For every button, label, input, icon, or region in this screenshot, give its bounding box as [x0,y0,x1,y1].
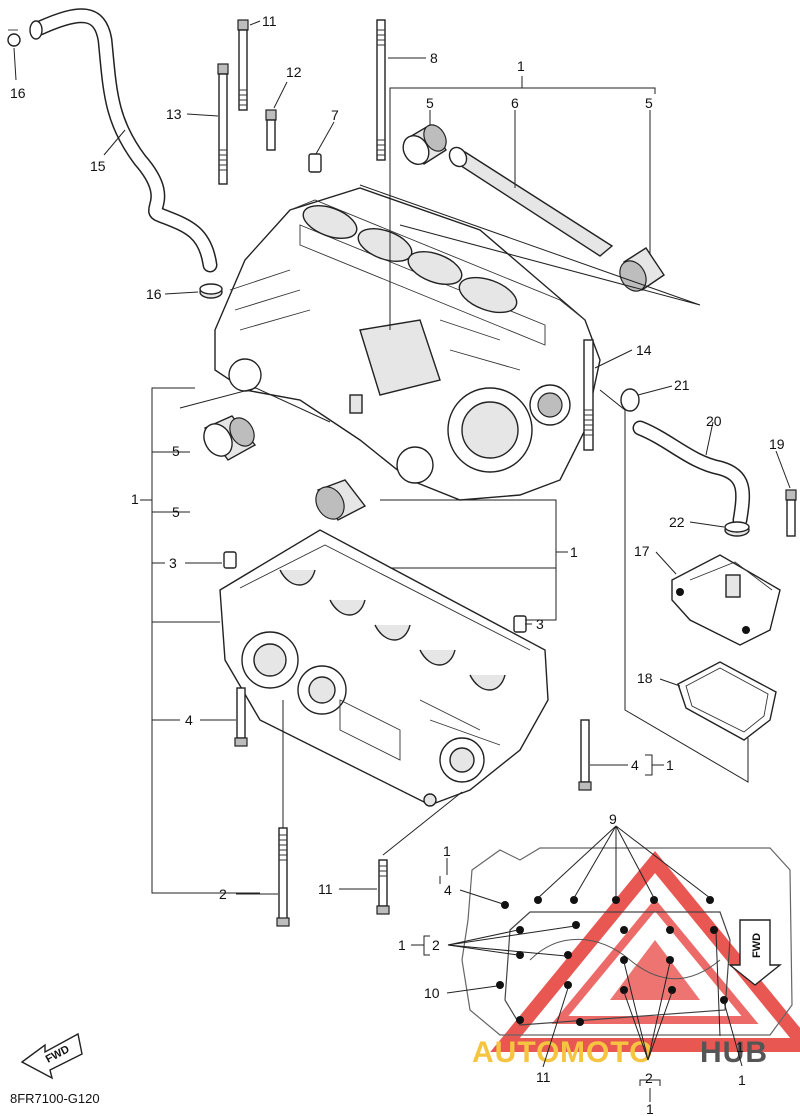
callout-11-mid: 11 [318,881,333,897]
stud-bolt-8 [376,19,386,161]
diagram-code: 8FR7100-G120 [10,1091,100,1106]
callout-22: 22 [669,514,685,530]
callout-1-inset-left: 1 [398,937,406,953]
callout-4-inset: 4 [444,882,452,898]
callout-17: 17 [634,543,650,559]
callout-1-left: 1 [131,491,139,507]
bolt-11-top [237,19,249,111]
hose-clamp-16-mid [199,283,223,299]
long-bolt-2 [276,827,290,927]
callout-4-left: 4 [185,712,193,728]
breather-hose-20 [632,420,751,528]
callout-16-top: 16 [10,85,26,101]
callout-12: 12 [286,64,302,80]
callout-1-box4: 1 [666,757,674,773]
stud-bolt-14 [583,339,594,451]
callout-1-right: 1 [570,544,578,560]
callout-labels: 16 15 16 13 11 12 8 7 1 5 6 5 14 21 20 1… [10,13,785,1116]
callout-11-inset: 11 [536,1069,551,1085]
callout-2-inset: 2 [432,937,440,953]
callout-5-left-b: 5 [172,504,180,520]
collar-shaft-6 [448,146,614,257]
callout-20: 20 [706,413,722,429]
watermark-text-auto: AUTO [472,1036,560,1069]
callout-2-inset-bottom: 2 [645,1070,653,1086]
dowel-pin-3-right [513,615,527,633]
callout-7: 7 [331,107,339,123]
callout-5-top-left: 5 [426,95,434,111]
watermark-logo: AUTO MOTO HUB [472,850,800,1069]
lower-crankcase [219,529,549,807]
callout-1-top: 1 [517,58,525,74]
dowel-pin-3-left [223,551,237,569]
upper-crankcase [214,187,601,501]
callout-18: 18 [637,670,653,686]
callout-1-inset-bottom: 1 [646,1101,654,1116]
fwd-arrow-icon: FWD [20,1032,83,1080]
hose-clamp-16-top [7,29,21,47]
callout-14: 14 [636,342,652,358]
bushing-5-top-left [402,124,447,166]
watermark-text-moto: MOTO [560,1036,653,1069]
inset-fwd-label: FWD [751,933,763,958]
bolt-4-left [234,687,248,747]
bolt-12 [265,109,277,151]
clamp-22 [724,521,750,537]
callout-11-top: 11 [262,13,277,29]
bolt-4-right [578,719,592,791]
callout-1-inset-br-b: 1 [738,1072,746,1088]
callout-16-mid: 16 [146,286,162,302]
callout-3-right: 3 [536,616,544,632]
dowel-pin-7 [308,153,322,173]
callout-10: 10 [424,985,440,1001]
callout-4-right: 4 [631,757,639,773]
long-bolt-13 [217,63,229,185]
leader-lines [13,20,791,1102]
callout-1-inset-top: 1 [443,843,451,859]
callout-15: 15 [90,158,106,174]
callout-6: 6 [511,95,519,111]
callout-3-left: 3 [169,555,177,571]
callout-5-left-a: 5 [172,443,180,459]
breather-cover-17 [671,554,781,646]
clamp-21 [620,388,640,412]
callout-5-top-right: 5 [645,95,653,111]
watermark-text-hub: HUB [700,1036,768,1069]
callout-19: 19 [769,436,785,452]
inset-bolt-pattern: FWD [461,847,793,1036]
bolt-19 [785,489,797,537]
callout-13: 13 [166,106,182,122]
callout-8: 8 [430,50,438,66]
breather-hose-15 [29,8,218,273]
callout-21: 21 [674,377,690,393]
callout-2-left: 2 [219,886,227,902]
bushing-5-left-b [315,479,367,521]
callout-9: 9 [609,811,617,827]
bolt-11-mid [376,859,390,915]
gasket-18 [677,661,777,741]
bushing-5-left-a [203,415,257,461]
callout-1-inset-br-a: 1 [736,1039,744,1055]
